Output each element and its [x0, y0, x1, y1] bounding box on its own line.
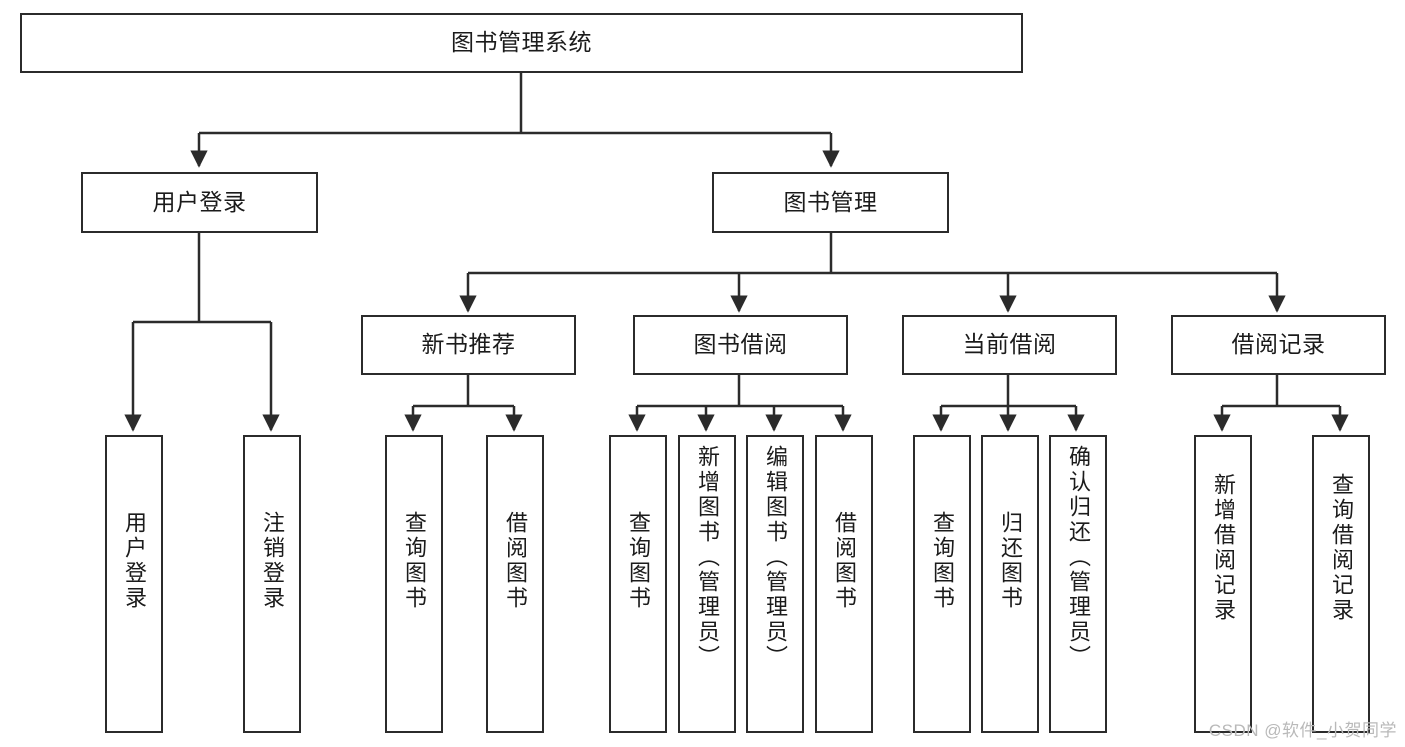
node-book-borrow-label: 图书借阅	[693, 331, 788, 358]
node-current-borrow-label: 当前借阅	[962, 331, 1057, 358]
leaf-confirm-return-admin[interactable]: 确认归还（管理员）	[1049, 435, 1107, 733]
node-user-login-label: 用户登录	[152, 188, 247, 215]
leaf-user-login-label: 用户登录	[122, 511, 147, 611]
leaf-query-book-current[interactable]: 查询图书	[913, 435, 971, 733]
leaf-query-book-recommend[interactable]: 查询图书	[385, 435, 443, 733]
leaf-query-book-borrow[interactable]: 查询图书	[609, 435, 667, 733]
leaf-confirm-return-admin-label: 确认归还（管理员）	[1066, 445, 1091, 670]
leaf-query-book-borrow-label: 查询图书	[626, 511, 651, 611]
leaf-add-borrow-record-label: 新增借阅记录	[1211, 473, 1236, 623]
leaf-add-borrow-record[interactable]: 新增借阅记录	[1194, 435, 1252, 733]
leaf-query-book-recommend-label: 查询图书	[402, 511, 427, 611]
leaf-user-login[interactable]: 用户登录	[105, 435, 163, 733]
leaf-return-book[interactable]: 归还图书	[981, 435, 1039, 733]
node-new-book-recommend[interactable]: 新书推荐	[361, 315, 576, 375]
leaf-borrow-book-recommend[interactable]: 借阅图书	[486, 435, 544, 733]
leaf-add-book-admin-label: 新增图书（管理员）	[695, 445, 720, 670]
leaf-query-borrow-record-label: 查询借阅记录	[1329, 473, 1354, 623]
leaf-logout[interactable]: 注销登录	[243, 435, 301, 733]
node-user-login[interactable]: 用户登录	[81, 172, 318, 233]
leaf-borrow-book-label: 借阅图书	[832, 511, 857, 611]
leaf-query-book-current-label: 查询图书	[930, 511, 955, 611]
leaf-borrow-book-recommend-label: 借阅图书	[503, 511, 528, 611]
leaf-borrow-book[interactable]: 借阅图书	[815, 435, 873, 733]
node-borrow-records-label: 借阅记录	[1231, 331, 1326, 358]
node-current-borrow[interactable]: 当前借阅	[902, 315, 1117, 375]
node-new-book-recommend-label: 新书推荐	[421, 331, 516, 358]
node-root-system[interactable]: 图书管理系统	[20, 13, 1023, 73]
node-book-borrow[interactable]: 图书借阅	[633, 315, 848, 375]
leaf-return-book-label: 归还图书	[998, 511, 1023, 611]
leaf-edit-book-admin[interactable]: 编辑图书（管理员）	[746, 435, 804, 733]
leaf-edit-book-admin-label: 编辑图书（管理员）	[763, 445, 788, 670]
node-root-system-label: 图书管理系统	[451, 29, 592, 56]
node-book-management-label: 图书管理	[783, 188, 878, 215]
watermark: CSDN @软件_小贺同学	[1208, 721, 1397, 740]
node-borrow-records[interactable]: 借阅记录	[1171, 315, 1386, 375]
leaf-logout-label: 注销登录	[260, 511, 285, 611]
node-book-management[interactable]: 图书管理	[712, 172, 949, 233]
leaf-add-book-admin[interactable]: 新增图书（管理员）	[678, 435, 736, 733]
leaf-query-borrow-record[interactable]: 查询借阅记录	[1312, 435, 1370, 733]
